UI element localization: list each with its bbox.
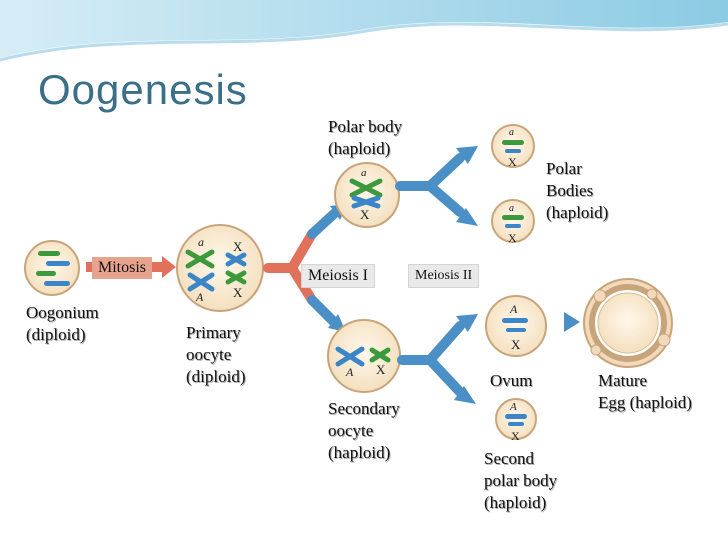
allele-label: X <box>511 337 521 352</box>
polar-body-cell: a X <box>334 162 400 228</box>
polar-body-cell: a X <box>491 124 535 169</box>
oogonium-cell <box>24 240 80 296</box>
allele-label: a <box>509 203 514 214</box>
polar-body-label: Polar body (haploid) <box>328 117 403 158</box>
mitosis-label: Mitosis <box>92 257 153 279</box>
second-polar-body-label: Second polar body (haploid) <box>484 449 558 512</box>
allele-label: X <box>508 231 517 245</box>
secondary-oocyte-label: Secondary oocyte (haploid) <box>328 399 400 462</box>
arrowhead <box>564 312 580 332</box>
allele-label: X <box>376 362 386 377</box>
primary-oocyte-label: Primary oocyte (diploid) <box>186 323 246 386</box>
allele-label: a <box>509 127 514 138</box>
secondary-oocyte-cell: A X <box>327 319 401 393</box>
allele-label: X <box>511 429 520 443</box>
primary-oocyte-cell: a A X X <box>176 224 264 312</box>
ovum-cell: A X <box>485 295 547 357</box>
page-title: Oogenesis <box>38 66 248 113</box>
header-wave-line <box>0 22 728 62</box>
arrowhead <box>456 208 478 226</box>
meiosis1-fork <box>263 207 341 327</box>
allele-label: A <box>509 401 517 413</box>
allele-label: X <box>233 239 243 254</box>
polar-body-cell: a X <box>491 199 535 245</box>
mature-egg-cell <box>583 278 673 368</box>
allele-label: X <box>360 207 370 222</box>
header-wave <box>0 0 728 58</box>
allele-label: X <box>508 155 517 169</box>
allele-label: a <box>361 167 367 179</box>
arrowhead <box>456 314 478 332</box>
meiosis1-label: Meiosis I <box>301 264 375 288</box>
allele-label: A <box>345 365 354 379</box>
meiosis2-label: Meiosis II <box>408 264 480 288</box>
arrowhead <box>456 146 478 164</box>
second-polar-body-cell: A X <box>495 398 537 443</box>
ovum-label: Ovum <box>490 371 533 390</box>
arrowhead <box>454 386 476 404</box>
allele-label: a <box>198 235 204 249</box>
meiosis2-fork-upper <box>395 153 465 217</box>
oogonium-label: Oogonium (diploid) <box>26 303 99 344</box>
allele-label: A <box>195 290 204 304</box>
allele-label: A <box>509 302 518 316</box>
allele-label: X <box>233 285 243 300</box>
mature-egg-label: Mature Egg (haploid) <box>598 371 692 412</box>
meiosis2-fork-lower <box>397 321 465 397</box>
polar-bodies-label: Polar Bodies (haploid) <box>546 159 609 222</box>
